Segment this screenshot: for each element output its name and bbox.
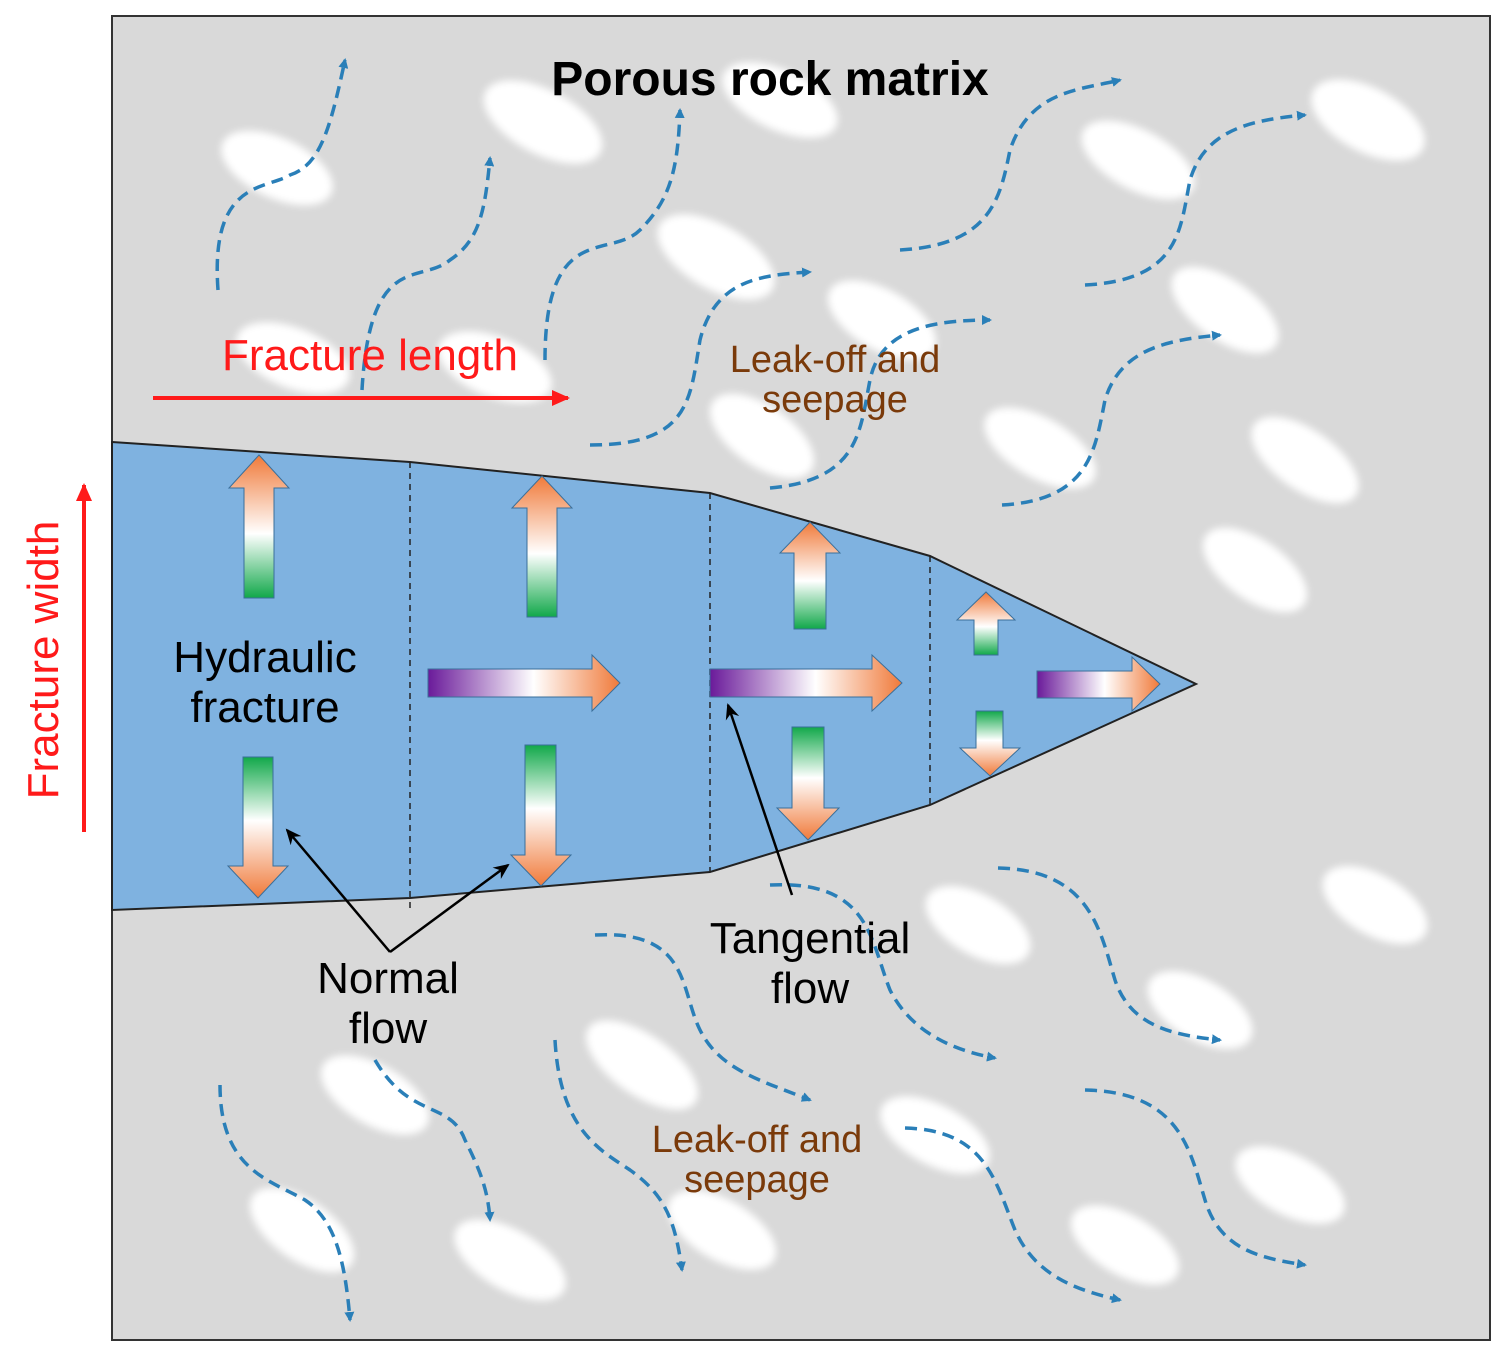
pore xyxy=(1081,120,1195,200)
normal-flow-arrow xyxy=(775,726,841,841)
pore xyxy=(1202,527,1308,613)
pore xyxy=(454,1219,566,1301)
seepage-arrow xyxy=(1084,110,1307,287)
pore xyxy=(1147,971,1253,1049)
pore xyxy=(221,130,333,206)
seepage-arrow xyxy=(1001,330,1222,507)
hydraulic-fracture-label-line2: fracture xyxy=(190,683,339,732)
tangential-flow-label-line1: Tangential xyxy=(710,914,911,963)
leakoff-label-top-line2: seepage xyxy=(762,379,908,421)
normal-flow-arrow xyxy=(955,591,1017,656)
pore xyxy=(586,1020,698,1110)
normal-flow-arrows-up xyxy=(227,454,1017,656)
pointer-lines xyxy=(285,703,794,954)
tangential-flow-arrow xyxy=(1036,655,1161,713)
tangential-flow-arrow xyxy=(427,653,621,713)
tangential-flow-arrow xyxy=(709,653,903,713)
title: Porous rock matrix xyxy=(551,53,989,106)
fracture-length-label: Fracture length xyxy=(222,331,518,380)
normal-flow-pointer xyxy=(389,863,510,954)
seepage-arrows xyxy=(215,58,1307,1322)
pore xyxy=(984,407,1096,489)
normal-flow-arrow xyxy=(778,521,842,630)
hydraulic-fracture-body xyxy=(111,440,1199,912)
pore xyxy=(483,80,603,164)
tangential-flow-pointer xyxy=(725,703,794,896)
pore xyxy=(1322,866,1428,944)
fracture-width-label: Fracture width xyxy=(19,521,68,800)
normal-flow-arrow xyxy=(509,744,573,887)
seepage-arrow xyxy=(218,1084,355,1322)
pore xyxy=(722,62,838,138)
pore xyxy=(880,1096,990,1174)
pore xyxy=(1311,79,1425,161)
leakoff-label-bottom-line2: seepage xyxy=(684,1159,830,1201)
pore xyxy=(925,886,1031,964)
pore xyxy=(657,214,775,300)
tangential-flow-arrows xyxy=(427,653,1161,713)
normal-flow-arrow xyxy=(510,475,574,618)
seepage-arrow xyxy=(899,77,1122,252)
seepage-arrow xyxy=(1084,1088,1307,1269)
seepage-arrow xyxy=(360,156,495,391)
pore xyxy=(827,280,937,360)
normal-flow-arrow xyxy=(226,756,290,899)
pore xyxy=(1070,1205,1180,1285)
leakoff-label-top-line1: Leak-off and xyxy=(730,339,941,381)
pore xyxy=(249,1187,355,1273)
seepage-arrow xyxy=(769,883,997,1062)
leakoff-label-bottom-line1: Leak-off and xyxy=(652,1119,863,1161)
tangential-flow-label-line2: flow xyxy=(771,964,849,1013)
hydraulic-fracture-label-line1: Hydraulic xyxy=(173,633,356,682)
normal-flow-label-line1: Normal xyxy=(317,954,459,1003)
seepage-arrow xyxy=(373,1059,495,1222)
pore xyxy=(438,331,552,403)
normal-flow-arrow xyxy=(958,710,1022,777)
seepage-arrow xyxy=(589,267,812,447)
seepage-arrow xyxy=(215,58,349,291)
seepage-arrow xyxy=(904,1126,1122,1304)
pore xyxy=(1235,1146,1345,1224)
normal-flow-arrows-down xyxy=(226,710,1022,899)
seepage-arrow xyxy=(543,108,685,361)
pore xyxy=(1171,266,1279,354)
normal-flow-arrow xyxy=(227,454,291,599)
pores xyxy=(221,62,1428,1301)
seepage-arrow xyxy=(594,933,812,1102)
normal-flow-label-line2: flow xyxy=(349,1004,427,1053)
seepage-arrow xyxy=(997,866,1222,1045)
seepage-arrow xyxy=(769,315,992,490)
pore xyxy=(320,1055,430,1135)
pore xyxy=(236,322,350,394)
pore xyxy=(1251,416,1359,504)
pore xyxy=(667,1190,777,1270)
normal-flow-pointer xyxy=(285,828,391,953)
pore xyxy=(709,393,815,479)
seepage-arrow xyxy=(553,1039,686,1272)
